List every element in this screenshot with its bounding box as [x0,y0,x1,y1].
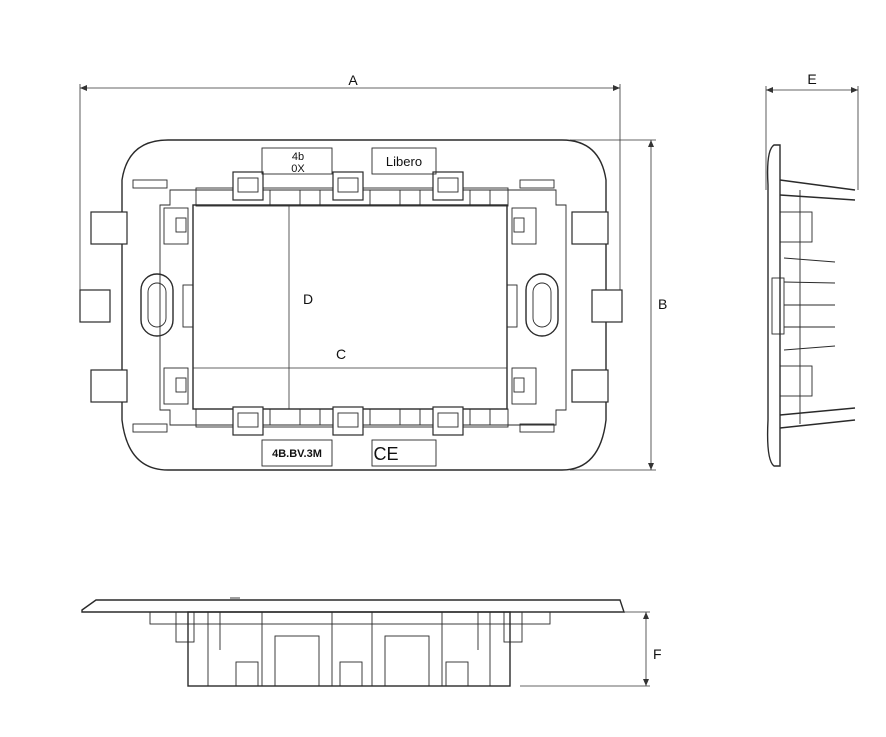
dimension-b [570,139,656,471]
logo-line2: 0X [291,163,305,175]
marking-boxes [261,147,437,467]
brand-label: Libero [386,154,422,169]
product-code: 4B.BV.3M [272,448,322,460]
side-view [766,144,856,467]
side-brackets [163,207,537,405]
external-lugs [79,211,623,403]
dimension-b-label: B [658,296,667,312]
module-window [192,204,508,410]
dimension-c-label: C [336,346,346,362]
dimension-f [520,611,650,687]
top-clips [195,171,509,207]
dimension-e-label: E [807,71,816,87]
dimension-d-label: D [303,291,313,307]
bottom-view [81,597,625,687]
corner-tabs [132,179,555,433]
plate-outline [121,139,607,471]
dimension-a [79,84,621,290]
logo-line1: 4b [292,151,304,163]
inner-frame [159,189,567,426]
dimension-f-label: F [653,646,662,662]
dimension-a-label: A [348,72,358,88]
screw-slots [140,273,559,337]
front-view: 4b 0X Libero 4B.BV.3M CE C D [79,139,623,471]
dimension-e [765,86,859,190]
ce-mark: CE [373,444,398,464]
bottom-clips [195,406,509,436]
